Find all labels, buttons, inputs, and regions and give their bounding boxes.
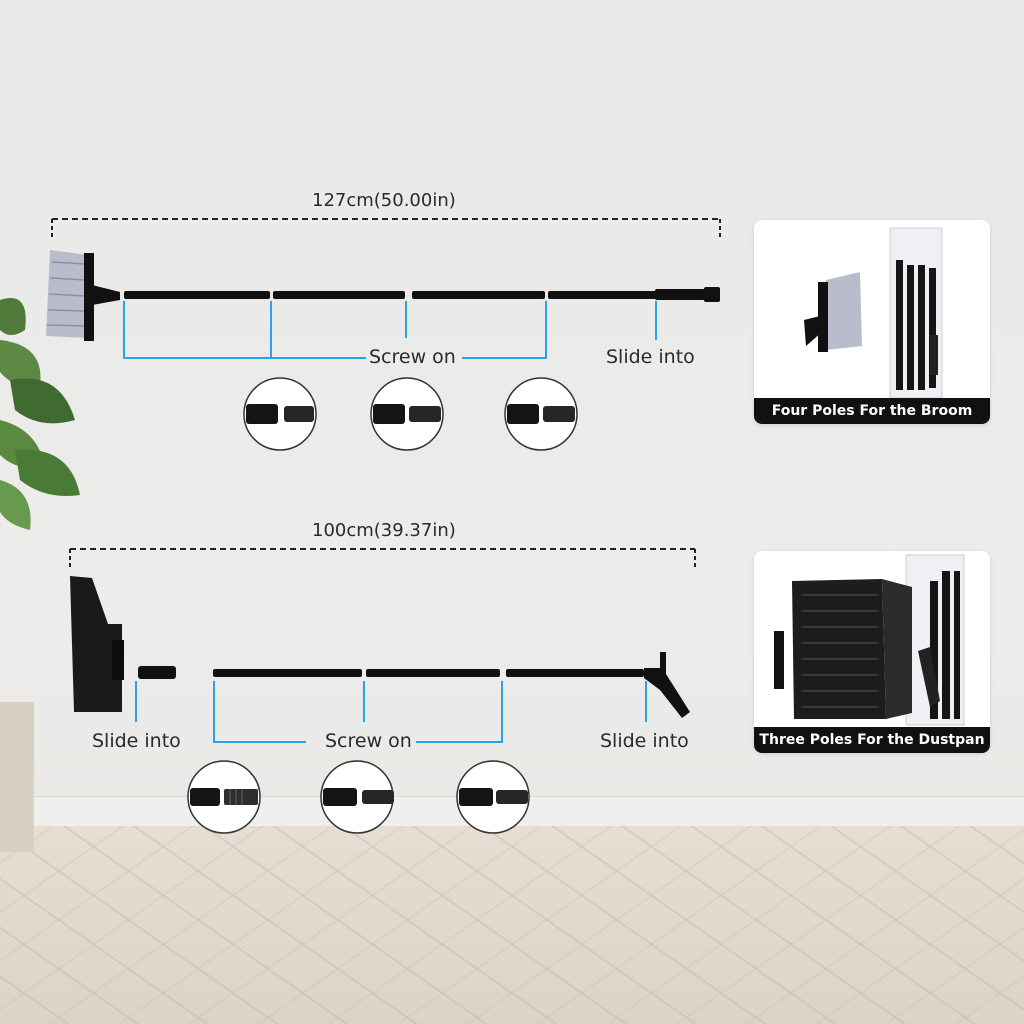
dustpan-body	[70, 576, 124, 712]
broom-package-image	[804, 227, 943, 399]
broom-screw-label: Screw on	[369, 346, 456, 368]
dustpan-connector-detail-1	[187, 760, 261, 834]
plant-decoration	[0, 298, 80, 852]
dustpan-slide-right-label: Slide into	[600, 730, 689, 752]
broom-connector-detail-2	[370, 377, 444, 451]
dustpan-package-card: Three Poles For the Dustpan	[754, 551, 990, 753]
dustpan-poles	[138, 652, 690, 718]
broom-slide-label: Slide into	[606, 346, 695, 368]
dustpan-length-label: 100cm(39.37in)	[312, 520, 456, 541]
wood-floor	[0, 826, 1024, 1024]
dustpan-screw-label: Screw on	[325, 730, 412, 752]
dustpan-connector-detail-3	[456, 760, 530, 834]
dustpan-connector-detail-2	[320, 760, 394, 834]
broom-poles	[124, 287, 720, 302]
broom-connector-detail-1	[243, 377, 317, 451]
broom-guide-lines	[123, 301, 657, 359]
dustpan-dimension-line	[69, 548, 696, 568]
broom-length-label: 127cm(50.00in)	[312, 190, 456, 211]
broom-dimension-line	[51, 218, 721, 238]
broom-connector-detail-3	[504, 377, 578, 451]
broom-head	[46, 250, 120, 341]
dustpan-guide-lines	[135, 681, 647, 743]
broom-card-caption: Four Poles For the Broom	[754, 398, 990, 424]
dustpan-card-caption: Three Poles For the Dustpan	[754, 727, 990, 753]
dustpan-package-image	[774, 554, 965, 726]
dustpan-slide-left-label: Slide into	[92, 730, 181, 752]
broom-package-card: Four Poles For the Broom	[754, 220, 990, 424]
